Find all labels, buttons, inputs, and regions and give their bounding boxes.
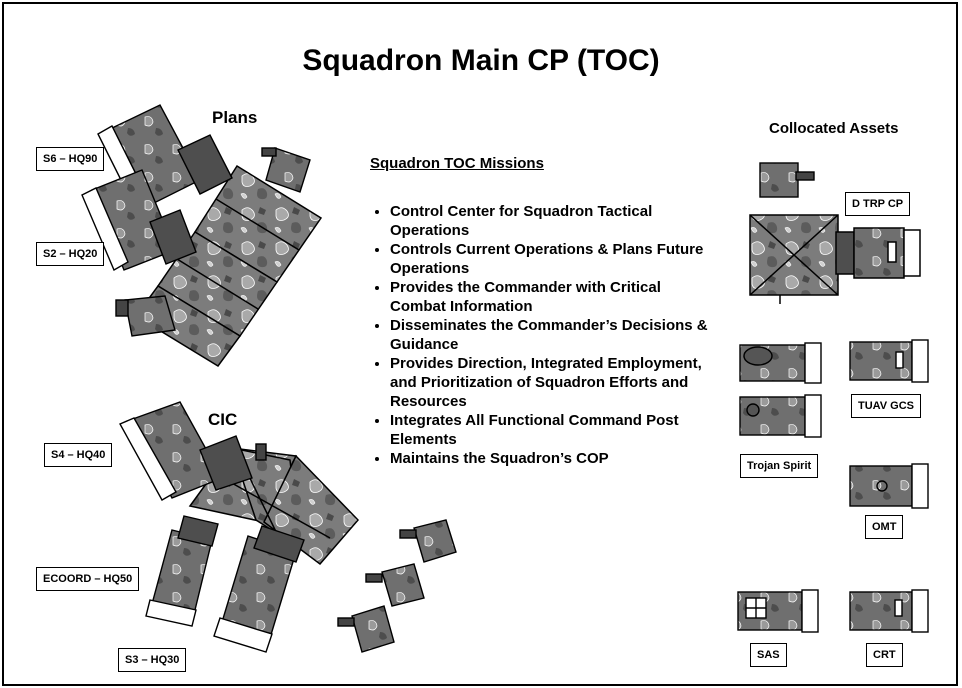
mission-item: Integrates All Functional Command Post E…	[390, 411, 710, 449]
mission-item: Control Center for Squadron Tactical Ope…	[390, 202, 710, 240]
label-s4: S4 – HQ40	[44, 443, 113, 467]
mission-item: Maintains the Squadron’s COP	[390, 449, 710, 468]
label-s6: S6 – HQ90	[36, 147, 105, 171]
vehicle-trojan-top	[739, 342, 822, 384]
label-crt: CRT	[866, 643, 903, 667]
label-sas: SAS	[750, 643, 787, 667]
label-ecoord: ECOORD – HQ50	[36, 567, 140, 591]
dtrp-tent	[749, 214, 921, 304]
vehicle-tuav-gcs	[849, 339, 929, 383]
generator-plans-top	[261, 147, 311, 193]
generator-plans-bottom	[115, 295, 176, 337]
vehicle-s3	[213, 525, 305, 653]
vehicle-crt	[849, 589, 929, 633]
slide-title: Squadron Main CP (TOC)	[302, 44, 660, 77]
generator-cic-2	[365, 563, 425, 607]
vehicle-trojan-bottom	[739, 394, 822, 438]
label-tuav: TUAV GCS	[851, 394, 922, 418]
vehicle-s2	[81, 169, 197, 271]
label-omt: OMT	[865, 515, 904, 539]
label-trojan: Trojan Spirit	[740, 454, 819, 478]
missions-list: Control Center for Squadron Tactical Ope…	[368, 202, 710, 468]
vehicle-omt	[849, 463, 929, 509]
label-s3: S3 – HQ30	[118, 648, 187, 672]
generator-dtrp	[759, 162, 815, 198]
cic-heading: CIC	[208, 410, 238, 429]
plans-heading: Plans	[212, 108, 258, 127]
vehicle-sas	[737, 589, 819, 633]
generator-cic-3	[337, 605, 395, 653]
mission-item: Controls Current Operations & Plans Futu…	[390, 240, 710, 278]
mission-item: Provides the Commander with Critical Com…	[390, 278, 710, 316]
missions-heading: Squadron TOC Missions	[370, 155, 544, 172]
mission-item: Disseminates the Commander’s Decisions &…	[390, 316, 710, 354]
vehicle-ecoord	[145, 515, 219, 627]
label-s2: S2 – HQ20	[36, 242, 105, 266]
mission-item: Provides Direction, Integrated Employmen…	[390, 354, 710, 411]
collocated-heading: Collocated Assets	[769, 120, 899, 137]
vehicle-s4	[119, 401, 267, 501]
generator-cic-1	[399, 519, 457, 563]
label-dtrp: D TRP CP	[845, 192, 911, 216]
